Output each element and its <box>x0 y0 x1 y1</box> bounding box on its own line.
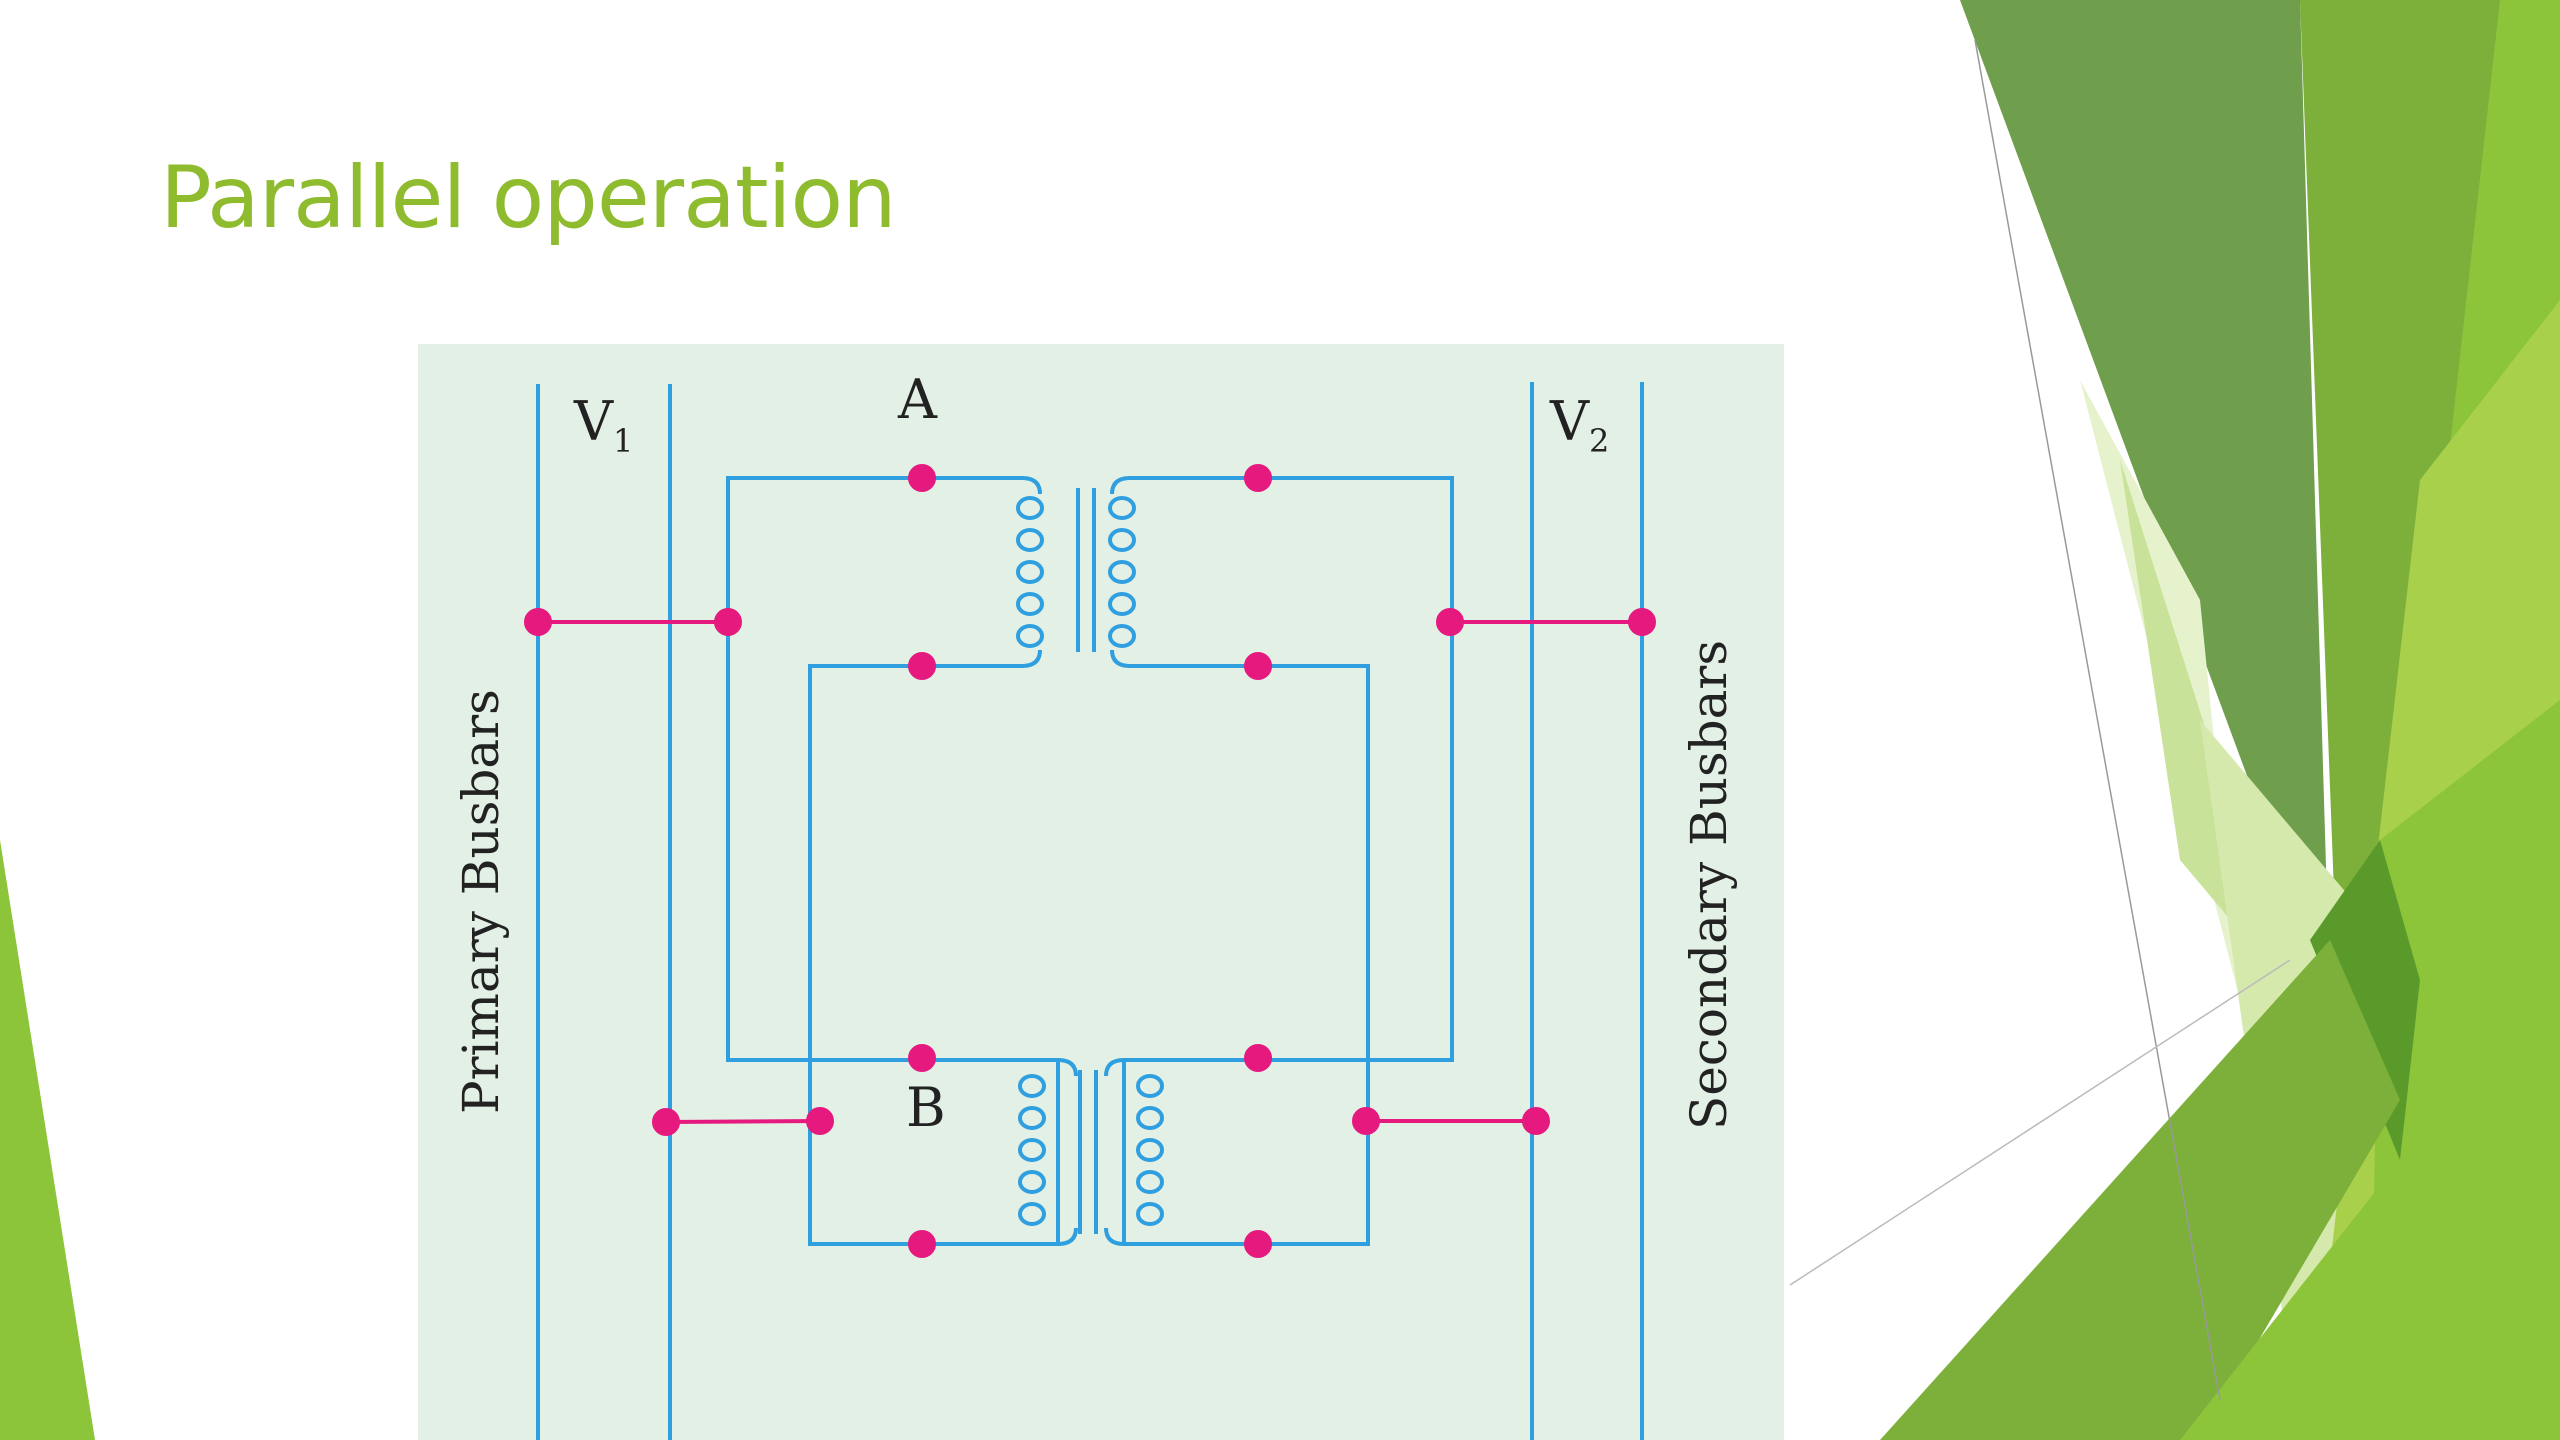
node-dot <box>524 608 552 636</box>
transformer-b-secondary-coil <box>1104 1058 1164 1246</box>
right-green-facets <box>1789 0 2560 1440</box>
node-dot <box>1352 1107 1380 1135</box>
node-dot <box>806 1107 834 1135</box>
secondary-busbars-label: Secondary Busbars <box>1680 640 1738 1130</box>
transformer-a-secondary-coil <box>1108 476 1136 668</box>
transformer-b-primary-coil <box>1018 1058 1078 1246</box>
node-dot <box>1522 1107 1550 1135</box>
terminal-dot <box>908 464 936 492</box>
transformer-a-secondary-lower <box>1130 664 1370 1246</box>
terminal-dot <box>1244 652 1272 680</box>
node-dot <box>1436 608 1464 636</box>
v2-label: V2 <box>1549 390 1609 460</box>
transformer-a-primary-wiring <box>726 476 1022 1062</box>
terminal-dot <box>1244 1230 1272 1258</box>
primary-busbars-label: Primary Busbars <box>452 689 510 1114</box>
transformer-parallel-diagram: V1 V2 A B Primary Busbars Secondary Busb… <box>418 344 1784 1440</box>
transformer-a-primary-coil <box>1016 476 1044 668</box>
terminal-dot <box>908 1044 936 1072</box>
left-green-sliver <box>0 840 95 1440</box>
transformer-a-primary-lower <box>808 664 1022 1246</box>
v1-label: V1 <box>573 390 633 460</box>
transformer-b-core <box>1078 1070 1098 1234</box>
terminal-dot <box>1244 1044 1272 1072</box>
transformer-b-label: B <box>906 1076 946 1139</box>
transformer-a-label: A <box>897 368 938 431</box>
node-dot <box>1628 608 1656 636</box>
primary-link-b <box>665 1119 821 1124</box>
terminal-dot <box>1244 464 1272 492</box>
terminal-dot <box>908 1230 936 1258</box>
node-dot <box>652 1108 680 1136</box>
transformer-a-secondary-wiring <box>1130 476 1454 1062</box>
transformer-a-core <box>1076 488 1096 652</box>
terminal-dot <box>908 652 936 680</box>
node-dot <box>714 608 742 636</box>
slide-title: Parallel operation <box>160 148 897 248</box>
